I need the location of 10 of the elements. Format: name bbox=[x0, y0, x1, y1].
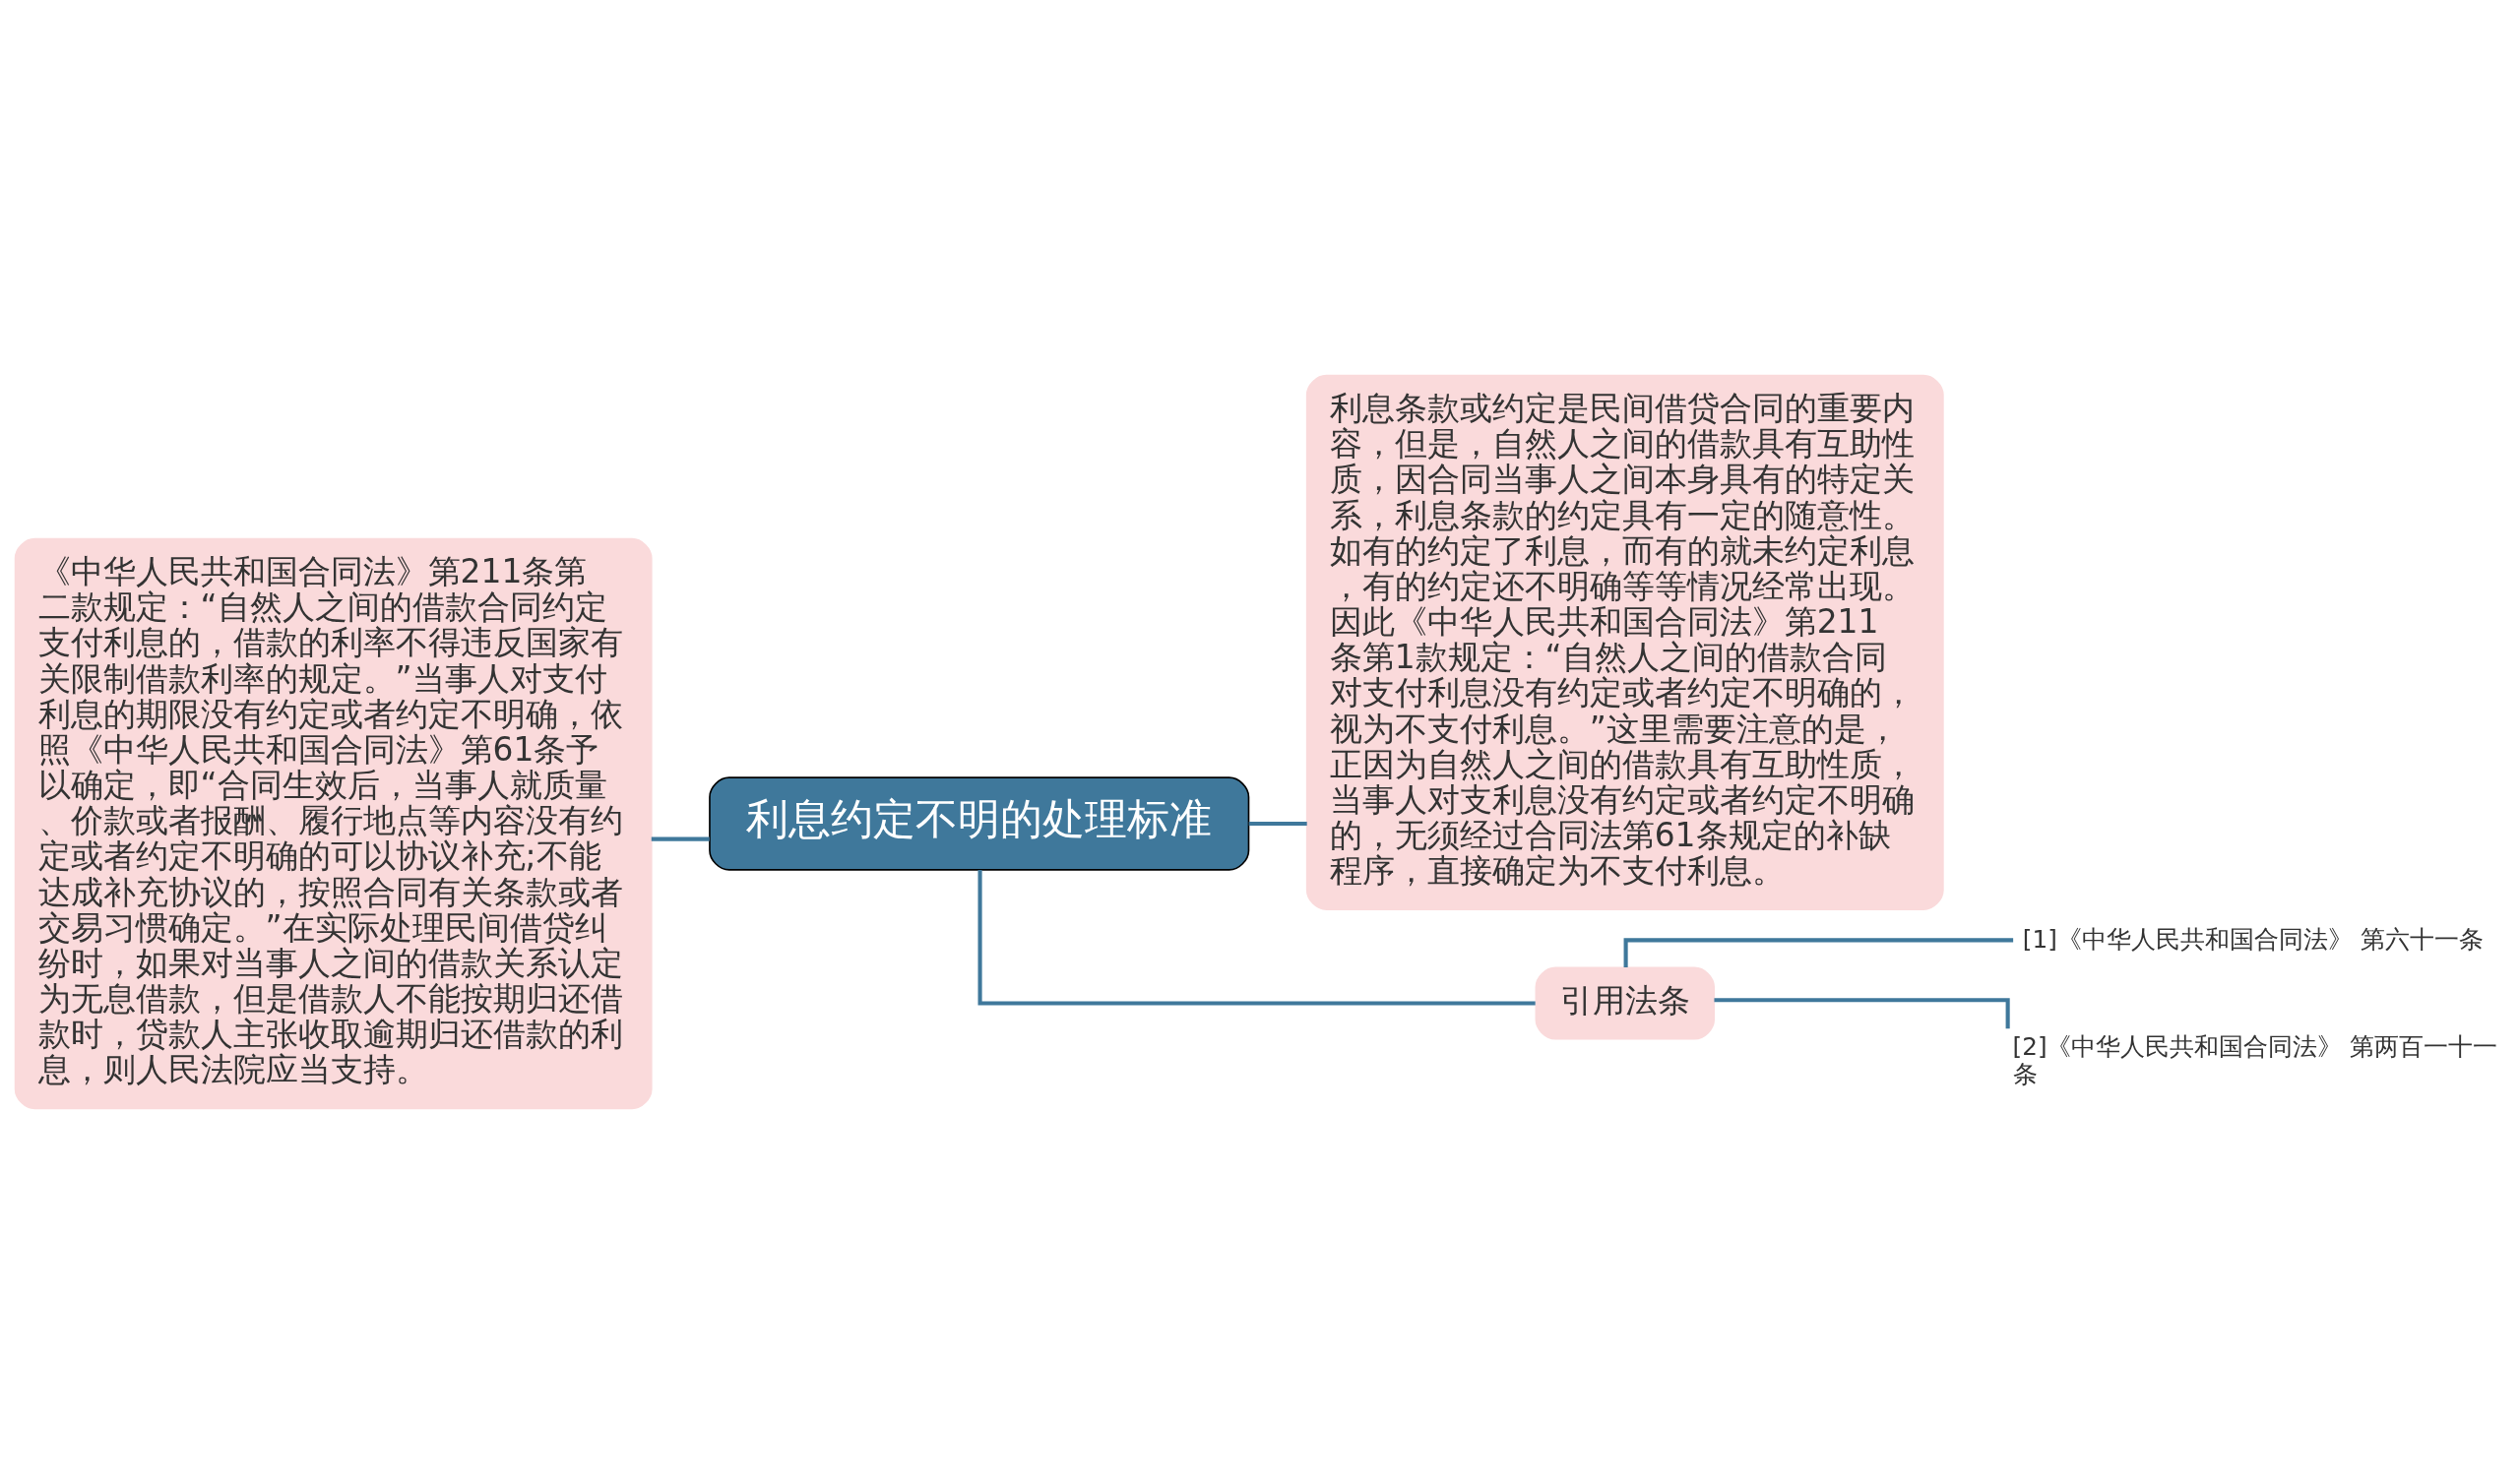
node-text: [2]《中华人民共和国合同法》 第两百一十一条 bbox=[2012, 1032, 2498, 1089]
node-box: 《中华人民共和国合同法》第211条第二款规定：“自然人之间的借款合同约定支付利息的，借款的利率不得违反国家有关限制借款利率的规定。”当事人对支付利息的期限没有约定或者约定不明确，依照《中华人民共和国合同法》第61条予以确定，即“合同生效后，当事人就质量、价款或者报酬、履行地点等内容没有约定或者约定不明确的可以协议补充;不能达成补充协议的，按照合同有关条款或者交易习惯确定。”在实际处理民间借贷纠纷时，如果对当事人之间的借款关系认定为无息借款，但是借款人不能按期归还借款时，贷款人主张收取逾期归还借款的利息，则人民法院应当支持。 bbox=[14, 537, 653, 1110]
connector bbox=[651, 836, 710, 841]
node-box: 引用法条 bbox=[1535, 966, 1716, 1040]
node-box: 利息约定不明的处理标准 bbox=[709, 776, 1250, 871]
node-text: [1]《中华人民共和国合同法》 第六十一条 bbox=[2022, 924, 2484, 954]
connector bbox=[1623, 938, 2014, 967]
connector bbox=[1248, 821, 1307, 827]
connector bbox=[977, 870, 1536, 1006]
node-box: 利息条款或约定是民间借贷合同的重要内容，但是，自然人之间的借款具有互助性质，因合同当事人之间本身具有的特定关系，利息条款的约定具有一定的随意性。如有的约定了利息，而有的就未约定利息，有的约定还不明确等等情况经常出现。因此《中华人民共和国合同法》第211条第1款规定：“自然人之间的借款合同对支付利息没有约定或者约定不明确的，视为不支付利息。”这里需要注意的是，正因为自然人之间的借款具有互助性质，当事人对支利息没有约定或者约定不明确的，无须经过合同法第61条规定的补缺程序，直接确定为不支付利息。 bbox=[1305, 374, 1944, 910]
